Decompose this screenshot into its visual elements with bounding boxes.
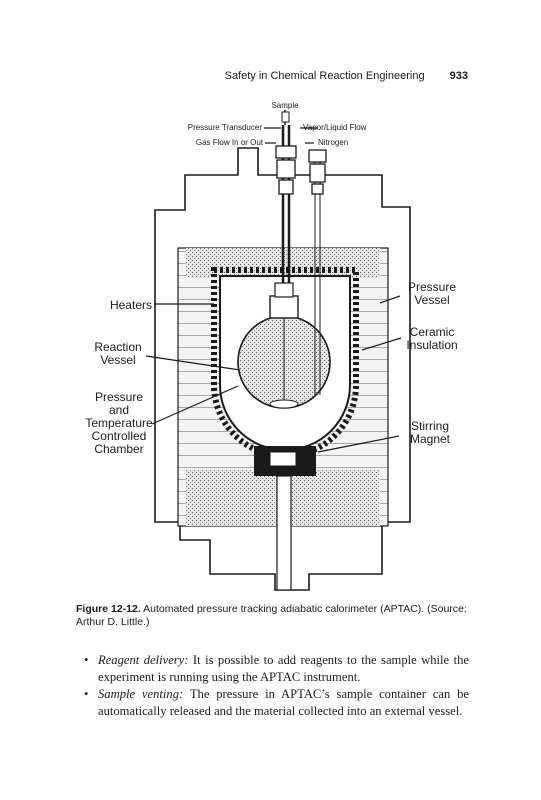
stirring-magnet — [269, 451, 297, 467]
page-number: 933 — [449, 70, 468, 82]
sample-fitting-2 — [276, 159, 296, 179]
bullet-text: The pressure in APTAC’s sample container… — [98, 687, 470, 718]
label-heaters: Heaters — [110, 298, 152, 312]
bullet-reagent-delivery: Reagent delivery: It is possible to add … — [84, 652, 469, 686]
bullet-term: Reagent delivery: — [98, 653, 189, 667]
label-chamber-5: Chamber — [94, 442, 143, 456]
label-stirring-2: Magnet — [410, 432, 451, 446]
bullet-text: It is possible to add reagents to the sa… — [98, 653, 469, 684]
sample-fitting-3 — [278, 179, 294, 195]
label-chamber-1: Pressure — [95, 390, 143, 404]
nitrogen-fitting — [308, 149, 327, 163]
label-pressure-transducer: Pressure Transducer — [188, 123, 263, 132]
bullet-sample-venting: Sample venting: The pressure in APTAC’s … — [84, 686, 469, 720]
label-stirring-1: Stirring — [411, 419, 449, 433]
flange-lines — [179, 175, 383, 540]
sample-fitting — [275, 145, 297, 159]
bullet-list: Reagent delivery: It is possible to add … — [84, 652, 469, 720]
label-gas-flow: Gas Flow In or Out — [196, 138, 264, 147]
leader-lines — [145, 127, 402, 453]
running-title: Safety in Chemical Reaction Engineering — [224, 70, 425, 82]
label-chamber-4: Controlled — [92, 429, 147, 443]
sample-valve — [281, 111, 290, 123]
label-vapor-liquid-flow: Vapor/Liquid Flow — [303, 123, 367, 132]
caption-text: Automated pressure tracking adiabatic ca… — [76, 603, 467, 628]
sample-liquid — [269, 399, 299, 409]
vessel-fitting — [274, 282, 294, 298]
label-chamber-2: and — [109, 403, 129, 417]
label-sample: Sample — [271, 101, 299, 110]
running-header: Safety in Chemical Reaction Engineering … — [0, 70, 468, 82]
bottom-shaft — [276, 475, 292, 591]
nitrogen-fitting-2 — [309, 163, 326, 183]
label-nitrogen: Nitrogen — [318, 138, 348, 147]
nitrogen-fitting-3 — [311, 183, 324, 195]
figure-caption: Figure 12-12. Automated pressure trackin… — [76, 603, 476, 629]
figure-number: Figure 12-12. — [76, 603, 141, 615]
heater-coil — [211, 267, 359, 459]
label-pressure-vessel-2: Vessel — [414, 293, 449, 307]
label-reaction-vessel-1: Reaction — [94, 340, 141, 354]
label-ceramic-2: Insulation — [406, 338, 457, 352]
label-chamber-3: Temperature — [85, 416, 153, 430]
bullet-term: Sample venting: — [98, 687, 184, 701]
label-ceramic-1: Ceramic — [410, 325, 455, 339]
vessel-neck — [269, 295, 299, 319]
label-reaction-vessel-2: Vessel — [100, 353, 135, 367]
label-pressure-vessel-1: Pressure — [408, 280, 456, 294]
